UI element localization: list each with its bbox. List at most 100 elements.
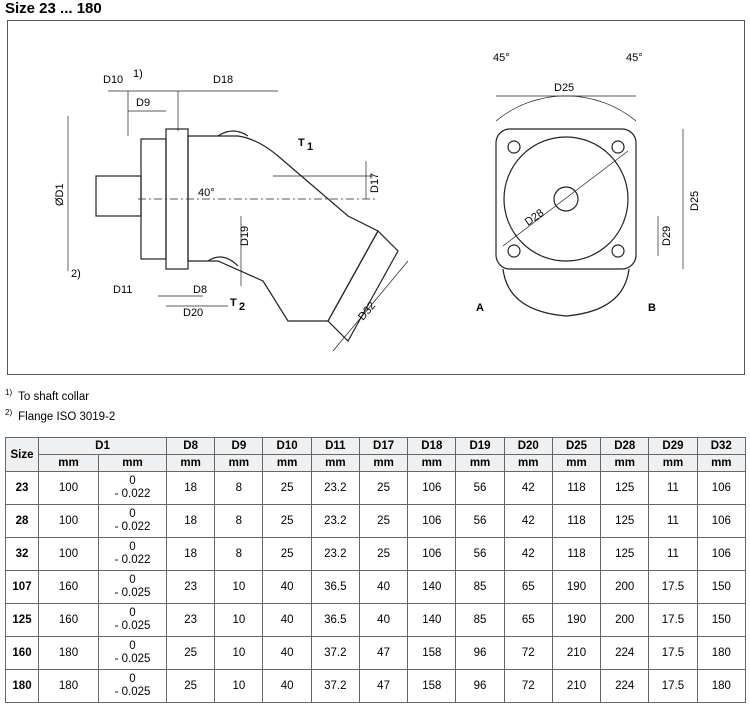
label-angle-40: 40° (198, 187, 215, 199)
cell-value: 18 (166, 537, 216, 571)
cell-d1-tolerance: 0- 0.025 (97, 603, 168, 637)
label-d1: ØD1 (54, 183, 66, 206)
cell-value: 47 (358, 636, 409, 670)
svg-text:1): 1) (133, 68, 143, 80)
label-d17: D17 (369, 173, 381, 193)
header-unit: mm (262, 454, 312, 472)
cell-value: 17.5 (648, 669, 698, 703)
label-t1: T (298, 137, 305, 149)
cell-value: 65 (503, 603, 553, 637)
cell-value: 37.2 (310, 669, 360, 703)
cell-value: 118 (551, 504, 602, 538)
cell-d1: 100 (38, 471, 99, 505)
header-unit: mm (600, 454, 650, 472)
cell-value: 25 (262, 471, 312, 505)
cell-value: 56 (455, 537, 505, 571)
cell-value: 180 (696, 669, 747, 703)
cell-value: 125 (600, 537, 650, 571)
cell-value: 106 (407, 471, 457, 505)
cell-value: 10 (214, 636, 264, 670)
cell-value: 40 (358, 570, 409, 604)
header-unit: mm (696, 454, 747, 472)
cell-value: 96 (455, 669, 505, 703)
cell-value: 47 (358, 669, 409, 703)
cell-value: 150 (696, 570, 747, 604)
header-d10: D10 (262, 437, 312, 455)
label-t2: T (230, 297, 237, 309)
cell-value: 72 (503, 636, 553, 670)
cell-value: 10 (214, 603, 264, 637)
cell-value: 40 (262, 570, 312, 604)
header-d17: D17 (358, 437, 409, 455)
label-footnote-2: 2) (71, 268, 81, 280)
cell-d1-tolerance: 0- 0.025 (97, 669, 168, 703)
cell-value: 106 (407, 537, 457, 571)
cell-d1: 100 (38, 537, 99, 571)
cell-value: 23 (166, 570, 216, 604)
cell-d1-tolerance: 0- 0.022 (97, 504, 168, 538)
page-title: Size 23 ... 180 (5, 0, 102, 17)
cell-value: 8 (214, 504, 264, 538)
header-d19: D19 (455, 437, 505, 455)
cell-value: 17.5 (648, 636, 698, 670)
cell-size: 23 (5, 471, 39, 505)
cell-value: 18 (166, 471, 216, 505)
footnotes: 1)To shaft collar 2)Flange ISO 3019-2 (5, 385, 115, 425)
cell-value: 37.2 (310, 636, 360, 670)
cell-value: 106 (696, 471, 747, 505)
cell-d1: 160 (38, 570, 99, 604)
cell-d1-tolerance: 0- 0.022 (97, 471, 168, 505)
label-a: A (476, 302, 484, 314)
dimension-drawing-svg: D10 1) D18 D9 T 1 ØD1 40° D17 D19 2) D11… (54, 52, 701, 352)
cell-size: 180 (5, 669, 39, 703)
header-unit: mm (38, 454, 99, 472)
cell-value: 25 (358, 471, 409, 505)
cell-value: 23.2 (310, 504, 360, 538)
cell-d1: 180 (38, 636, 99, 670)
cell-value: 158 (407, 669, 457, 703)
header-d11: D11 (310, 437, 360, 455)
label-d25-horizontal: D25 (554, 82, 574, 94)
cell-value: 65 (503, 570, 553, 604)
cell-value: 25 (358, 504, 409, 538)
header-unit: mm (407, 454, 457, 472)
cell-value: 140 (407, 603, 457, 637)
header-d20: D20 (503, 437, 553, 455)
cell-value: 40 (262, 636, 312, 670)
header-unit: mm (455, 454, 505, 472)
header-unit: mm (648, 454, 698, 472)
cell-value: 25 (166, 636, 216, 670)
header-unit: mm (310, 454, 360, 472)
shaft (95, 175, 142, 217)
header-d18: D18 (407, 437, 457, 455)
header-d32: D32 (696, 437, 747, 455)
label-d20: D20 (183, 307, 203, 319)
cell-value: 17.5 (648, 603, 698, 637)
cell-value: 42 (503, 504, 553, 538)
cell-value: 118 (551, 471, 602, 505)
label-d19: D19 (239, 226, 251, 246)
cell-size: 28 (5, 504, 39, 538)
cell-value: 25 (358, 537, 409, 571)
label-b: B (648, 302, 656, 314)
label-d8: D8 (193, 284, 207, 296)
cell-value: 25 (262, 504, 312, 538)
header-d28: D28 (600, 437, 650, 455)
pump-body (187, 135, 379, 322)
cell-value: 106 (696, 537, 747, 571)
cell-value: 125 (600, 471, 650, 505)
header-unit: mm (97, 454, 168, 472)
cell-value: 56 (455, 471, 505, 505)
cell-value: 125 (600, 504, 650, 538)
cell-d1: 160 (38, 603, 99, 637)
cell-d1: 180 (38, 669, 99, 703)
